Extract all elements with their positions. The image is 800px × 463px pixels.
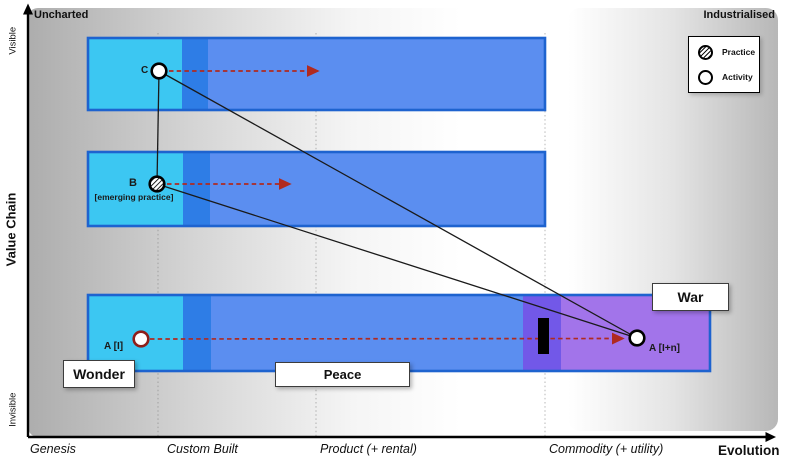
bar-a-product-segment xyxy=(211,295,523,371)
legend-practice-label: Practice xyxy=(722,47,756,57)
bar-c-overlap-segment xyxy=(182,38,208,110)
bar-a-overlap-segment xyxy=(183,295,211,371)
point-b-practice xyxy=(148,175,166,193)
link-c-to-b xyxy=(156,70,160,185)
point-a-future xyxy=(628,329,646,347)
inertia-barrier xyxy=(538,318,549,354)
point-a-start xyxy=(132,330,150,348)
link-c-to-a-future xyxy=(158,70,638,339)
phase-wonder-label: Wonder xyxy=(73,366,125,382)
bar-b-product-segment xyxy=(210,152,545,226)
point-c-activity xyxy=(150,62,168,80)
x-axis-arrowhead xyxy=(765,432,776,442)
bar-c-border xyxy=(86,36,547,112)
y-axis-invisible-label: Invisible xyxy=(7,392,19,427)
phase-box-war: War xyxy=(652,283,729,311)
stage-commodity-label: Commodity (+ utility) xyxy=(549,442,664,456)
phase-peace-label: Peace xyxy=(323,367,362,382)
phase-box-wonder: Wonder xyxy=(63,360,135,388)
legend-row-activity: Activity xyxy=(698,69,759,85)
y-axis-title: Value Chain xyxy=(3,192,19,267)
uncharted-label: Uncharted xyxy=(34,9,89,21)
y-axis-arrowhead xyxy=(23,3,33,15)
x-axis-title: Evolution xyxy=(718,443,780,458)
point-b-label: B xyxy=(129,177,137,189)
bar-c-genesis-segment xyxy=(88,38,182,110)
stage-product-label: Product (+ rental) xyxy=(320,442,417,456)
link-b-to-a-future xyxy=(156,183,638,339)
point-a-future-label: A [I+n] xyxy=(649,343,681,354)
point-b-sublabel: [emerging practice] xyxy=(94,192,174,202)
bar-b-border xyxy=(86,150,547,228)
stage-custom-built-label: Custom Built xyxy=(167,442,238,456)
y-axis-visible-label: Visible xyxy=(7,26,19,55)
phase-war-label: War xyxy=(677,289,704,305)
legend-activity-label: Activity xyxy=(722,72,753,82)
bar-b-genesis-segment xyxy=(88,152,183,226)
practice-icon xyxy=(698,44,713,60)
dependency-lines xyxy=(156,70,638,339)
stage-genesis-label: Genesis xyxy=(30,442,76,456)
map-points xyxy=(132,62,646,348)
point-a-start-label: A [I] xyxy=(104,341,124,352)
point-c-label: C xyxy=(141,65,149,76)
bar-b-overlap-segment xyxy=(183,152,210,226)
bar-c-product-segment xyxy=(208,38,545,110)
activity-icon xyxy=(698,69,713,85)
activity-bar-b xyxy=(86,150,547,228)
axes xyxy=(23,3,776,442)
phase-box-peace: Peace xyxy=(275,362,410,387)
activity-bar-c xyxy=(86,36,547,112)
legend-box: Practice Activity xyxy=(688,36,760,93)
activity-bar-a xyxy=(86,293,712,373)
industrialised-label: Industrialised xyxy=(703,9,775,21)
legend-row-practice: Practice xyxy=(698,44,759,60)
